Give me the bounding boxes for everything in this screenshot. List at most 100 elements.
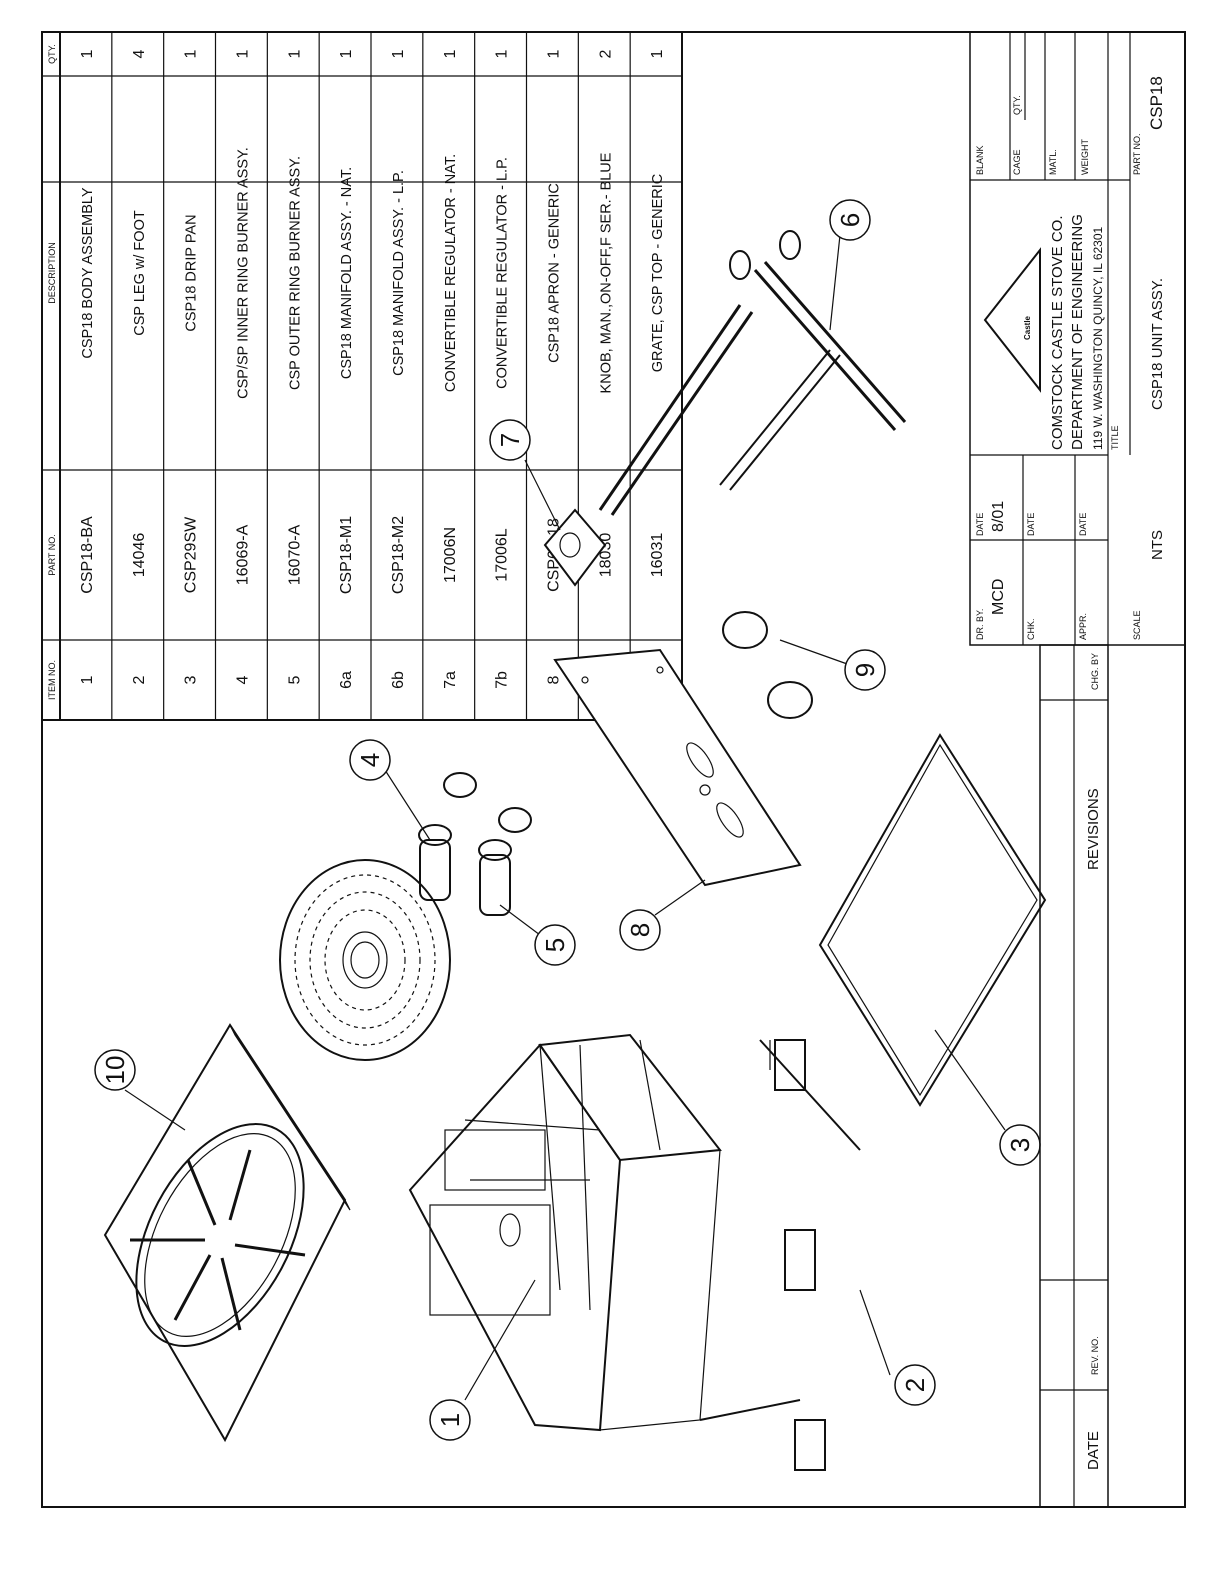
table-cell-qty: 1 xyxy=(234,49,251,58)
table-cell-desc: CSP/SP INNER RING BURNER ASSY. xyxy=(235,147,251,399)
callout-label-9: 9 xyxy=(850,663,880,677)
callout-label-8: 8 xyxy=(625,923,655,937)
date-value: 8/01 xyxy=(990,501,1007,532)
rev-title: REVISIONS xyxy=(1085,788,1102,870)
part-no-value: CSP18 xyxy=(1147,76,1166,130)
date-label: DATE xyxy=(975,513,985,536)
table-cell-qty: 1 xyxy=(183,49,200,58)
table-cell-item: 6b xyxy=(390,671,407,689)
title-value: CSP18 UNIT ASSY. xyxy=(1149,278,1166,410)
rev-no-label: REV. NO. xyxy=(1090,1336,1100,1375)
callout-label-6: 6 xyxy=(835,213,865,227)
table-header-qty: QTY. xyxy=(47,44,57,64)
callout-circle-1 xyxy=(429,1399,471,1441)
chk-date-label: DATE xyxy=(1026,513,1036,536)
table-cell-item: 7a xyxy=(442,671,459,689)
table-header-item: ITEM NO. xyxy=(47,660,57,700)
table-cell-qty: 1 xyxy=(442,49,459,58)
table-cell-qty: 1 xyxy=(338,49,355,58)
body-assembly-drawing xyxy=(408,1033,861,1471)
callout-label-10: 10 xyxy=(100,1056,130,1085)
company-name: COMSTOCK CASTLE STOVE CO. xyxy=(1049,216,1066,451)
table-cell-item: 7b xyxy=(494,671,511,689)
company-address: 119 W. WASHINGTON QUINCY, IL 62301 xyxy=(1091,226,1105,450)
table-cell-part: 16070-A xyxy=(286,524,303,585)
callout-label-7: 7 xyxy=(495,433,525,447)
table-cell-part: CSP18-M1 xyxy=(338,516,355,594)
dr-by-label: DR. BY. xyxy=(975,609,985,640)
callout-circle-8 xyxy=(619,909,661,951)
table-cell-desc: CSP18 DRIP PAN xyxy=(184,214,200,331)
dr-by-value: MCD xyxy=(990,579,1007,615)
parts-table: ITEM NO.PART NO.DESCRIPTIONQTY.1CSP18-BA… xyxy=(41,31,683,721)
knobs-drawing xyxy=(722,611,813,719)
table-header-part: PART NO. xyxy=(47,534,57,576)
cage-label: CAGE xyxy=(1012,149,1022,175)
table-header-desc: DESCRIPTION xyxy=(47,242,57,304)
callout-label-1: 1 xyxy=(435,1413,465,1427)
callouts: 1 2 3 4 5 6 7 8 9 10 xyxy=(94,199,1041,1441)
table-cell-part: CSP18-BA xyxy=(79,516,96,594)
rotated-drawing: ITEM NO.PART NO.DESCRIPTIONQTY.1CSP18-BA… xyxy=(41,31,683,721)
table-cell-part: 16031 xyxy=(649,533,666,578)
callout-circle-5 xyxy=(534,924,576,966)
logo-text: Castle xyxy=(1023,315,1032,340)
callout-label-5: 5 xyxy=(540,938,570,952)
table-cell-qty: 1 xyxy=(286,49,303,58)
matl-label: MATL. xyxy=(1048,149,1058,175)
table-cell-part: CSP29SW xyxy=(183,516,200,593)
table-cell-item: 2 xyxy=(131,675,148,684)
apron-drawing xyxy=(553,648,802,887)
table-cell-qty: 1 xyxy=(649,49,666,58)
department-name: DEPARTMENT OF ENGINEERING xyxy=(1069,214,1086,450)
appr-date-label: DATE xyxy=(1078,513,1088,536)
leader-lines xyxy=(124,234,1006,1401)
callout-label-3: 3 xyxy=(1005,1138,1035,1152)
weight-label: WEIGHT xyxy=(1080,139,1090,175)
callout-label-2: 2 xyxy=(900,1378,930,1392)
title-label: TITLE xyxy=(1110,425,1120,450)
table-cell-desc: CSP LEG w/ FOOT xyxy=(132,210,148,336)
part-no-label: PART NO. xyxy=(1132,133,1142,175)
callout-circle-2 xyxy=(894,1364,936,1406)
table-cell-desc: GRATE, CSP TOP - GENERIC xyxy=(650,174,666,372)
table-cell-desc: CONVERTIBLE REGULATOR - NAT. xyxy=(443,154,459,392)
table-cell-qty: 1 xyxy=(79,49,96,58)
table-cell-part: 14046 xyxy=(131,533,148,578)
table-cell-desc: CSP18 APRON - GENERIC xyxy=(546,183,562,363)
table-cell-qty: 1 xyxy=(390,49,407,58)
table-cell-item: 6a xyxy=(338,671,355,689)
callout-circle-7 xyxy=(489,419,531,461)
castle-logo: Castle xyxy=(983,247,1041,393)
callout-circle-9 xyxy=(844,649,886,691)
table-cell-desc: CSP18 MANIFOLD ASSY. - NAT. xyxy=(339,167,355,379)
appr-label: APPR. xyxy=(1078,613,1088,640)
table-cell-item: 5 xyxy=(286,675,303,684)
rev-chg-by-label: CHG. BY xyxy=(1090,653,1100,690)
burner-rings-drawing xyxy=(279,772,532,1061)
table-cell-part: 16069-A xyxy=(234,524,251,585)
chk-label: CHK. xyxy=(1026,618,1036,640)
scale-label: SCALE xyxy=(1132,610,1142,640)
manifold-drawing xyxy=(719,230,907,491)
rev-date-label: DATE xyxy=(1085,1431,1102,1470)
callout-circle-10 xyxy=(94,1049,136,1091)
table-cell-item: 1 xyxy=(79,675,96,684)
table-cell-part: CSP18-M2 xyxy=(390,516,407,594)
table-cell-desc: CSP18 MANIFOLD ASSY. - L.P. xyxy=(391,170,407,376)
title-block: DR. BY. MCD DATE 8/01 CHK. DATE APPR. DA… xyxy=(969,31,1186,646)
table-cell-qty: 1 xyxy=(494,49,511,58)
drip-pan-drawing xyxy=(818,733,1047,1107)
table-cell-desc: KNOB, MAN.,ON-OFF,F SER.- BLUE xyxy=(598,152,614,393)
scale-value: NTS xyxy=(1149,530,1166,560)
qty-label: QTY. xyxy=(1012,95,1022,115)
callout-circle-4 xyxy=(349,739,391,781)
blank-label: BLANK xyxy=(975,145,985,175)
table-cell-item: 8 xyxy=(545,675,562,684)
callout-label-4: 4 xyxy=(355,753,385,767)
table-cell-desc: CSP18 BODY ASSEMBLY xyxy=(80,187,96,358)
table-cell-part: 17006L xyxy=(494,528,511,581)
table-cell-part: 17006N xyxy=(442,527,459,583)
table-cell-qty: 1 xyxy=(545,49,562,58)
table-cell-item: 3 xyxy=(183,675,200,684)
